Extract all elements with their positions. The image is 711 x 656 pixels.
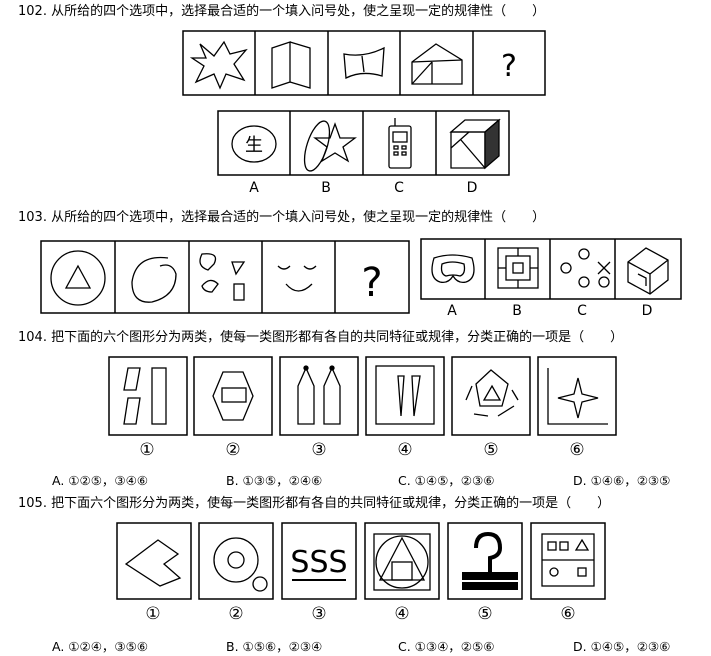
q105-text: 105. 把下面六个图形分为两类，使每一类图形都有各自的共同特征或规律，分类正确… <box>18 496 611 511</box>
q102-options: 生 <box>217 110 510 176</box>
curved-quad-shape <box>343 46 385 80</box>
q104-num-6: ⑥ <box>569 440 585 460</box>
q103-label-d: D <box>641 303 653 319</box>
q104-text: 104. 把下面的六个图形分为两类，使每一类图形都有各自的共同特征或规律，分类正… <box>18 330 624 345</box>
q104-option-c[interactable]: C. ①④⑤，②③⑥ <box>398 473 495 488</box>
q102-label-d: D <box>466 180 478 196</box>
option-a-goggles <box>431 254 475 284</box>
option-a-character: 生 <box>245 135 263 156</box>
q102-label-a: A <box>249 180 259 196</box>
fig1-arrow-shape <box>124 539 182 587</box>
option-b-star-ellipse <box>303 120 357 172</box>
q102-sequence: ? <box>182 30 546 96</box>
q103-label-b: B <box>512 303 522 319</box>
fig3-sss-text: SSS <box>290 545 347 580</box>
q104-num-2: ② <box>225 440 241 460</box>
q103-label-a: A <box>447 303 457 319</box>
q102-label-b: B <box>321 180 331 196</box>
q105-num-1: ① <box>145 604 161 624</box>
fig1-rects <box>123 367 167 425</box>
q105-num-2: ② <box>228 604 244 624</box>
q105-num-3: ③ <box>311 604 327 624</box>
option-d-cube-notch <box>627 247 669 295</box>
q105-option-b[interactable]: B. ①⑤⑥，②③④ <box>226 639 323 654</box>
fig4-circle-triangle-square <box>373 533 431 591</box>
q102-text: 102. 从所给的四个选项中，选择最合适的一个填入问号处，使之呈现一定的规律性（… <box>18 4 546 19</box>
fig2-hexagon-rect <box>212 371 254 421</box>
q103-options <box>420 238 682 300</box>
fig5-hook-block <box>462 531 518 590</box>
q103-label-c: C <box>577 303 587 319</box>
circle-triangle-shape <box>50 250 106 306</box>
q104-num-3: ③ <box>311 440 327 460</box>
smiley-face-shape <box>277 265 317 292</box>
q103-question-mark: ? <box>361 260 382 306</box>
q104-num-1: ① <box>139 440 155 460</box>
q104-option-b[interactable]: B. ①③⑤，②④⑥ <box>226 473 323 488</box>
q105-num-6: ⑥ <box>560 604 576 624</box>
q105-option-c[interactable]: C. ①③④，②⑤⑥ <box>398 639 495 654</box>
option-b-nested-squares <box>497 247 539 289</box>
book-shape <box>271 41 311 89</box>
q105-option-d[interactable]: D. ①④⑤，②③⑥ <box>573 639 671 654</box>
fig3-pencils <box>297 365 341 425</box>
fig6-grid-shapes <box>541 533 595 587</box>
q102-question-mark: ? <box>501 49 517 84</box>
q103-sequence: ? <box>40 240 410 314</box>
q105-option-a[interactable]: A. ①②④，③⑤⑥ <box>52 639 149 654</box>
q105-figures: SSS <box>116 522 606 600</box>
scattered-shapes <box>199 253 246 301</box>
house-shape <box>411 43 463 85</box>
option-c-circles-cross <box>560 248 611 288</box>
q105-num-5: ⑤ <box>477 604 493 624</box>
fig4-triangles <box>375 365 435 425</box>
q104-option-a[interactable]: A. ①②⑤，③④⑥ <box>52 473 149 488</box>
fig6-star-corner <box>547 368 608 425</box>
option-d-cube <box>449 118 501 170</box>
q104-num-5: ⑤ <box>483 440 499 460</box>
q103-text: 103. 从所给的四个选项中，选择最合适的一个填入问号处，使之呈现一定的规律性（… <box>18 210 546 225</box>
q104-figures <box>108 356 617 436</box>
q105-num-4: ④ <box>394 604 410 624</box>
spiral-curve-shape <box>131 256 177 303</box>
fig2-circles <box>213 537 268 592</box>
q104-num-4: ④ <box>397 440 413 460</box>
blob-shape <box>189 40 248 90</box>
option-a-ellipse <box>231 125 277 163</box>
fig5-pentagon <box>465 369 519 417</box>
option-c-phone <box>388 118 412 169</box>
q104-option-d[interactable]: D. ①④⑥，②③⑤ <box>573 473 671 488</box>
q102-label-c: C <box>394 180 404 196</box>
